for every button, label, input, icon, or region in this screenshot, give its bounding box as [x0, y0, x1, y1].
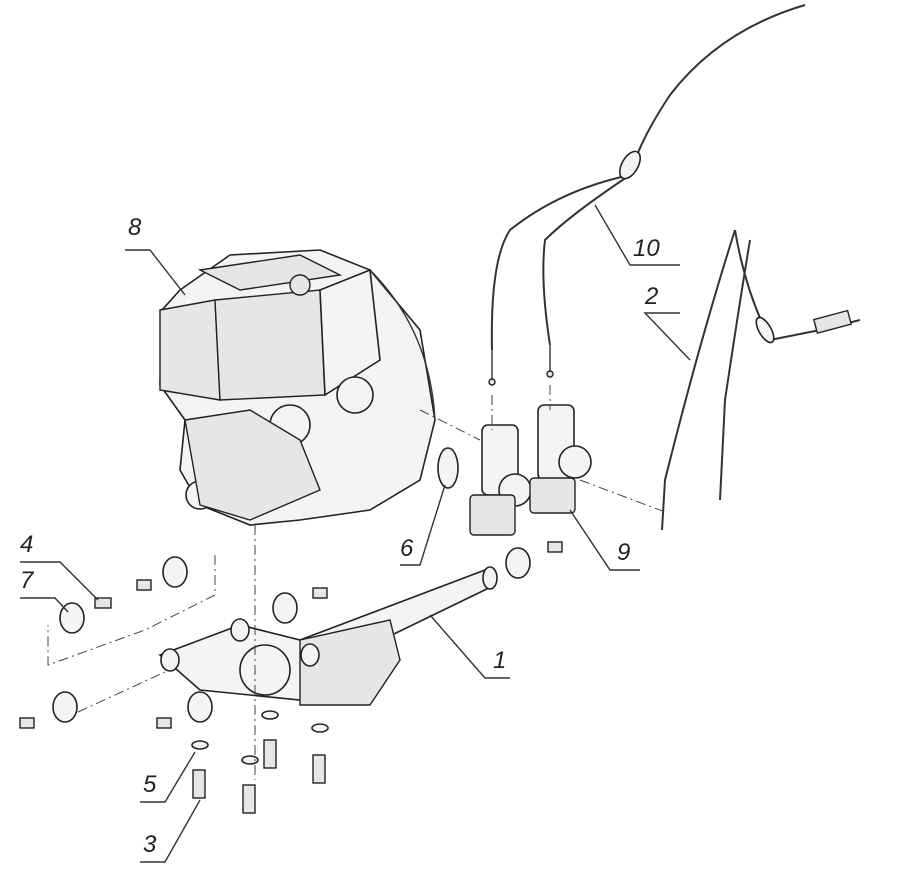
leader-lines: [20, 204, 691, 863]
clamp-part-6: [437, 447, 459, 489]
callout-9: 9: [617, 539, 631, 566]
cable-part-2: [661, 229, 861, 531]
callout-6: 6: [400, 535, 414, 562]
callout-2: 2: [645, 283, 659, 310]
frame-part-1: [158, 566, 498, 706]
bolts-part-4: [19, 541, 563, 729]
callout-4: 4: [20, 531, 34, 558]
engine-part-8: [159, 249, 436, 526]
callout-5: 5: [143, 771, 157, 798]
rubber-mounts-part-7: [52, 547, 531, 723]
carburetor-part-9: [469, 404, 592, 536]
callout-3: 3: [143, 831, 157, 858]
callout-1: 1: [493, 647, 507, 674]
callout-10: 10: [633, 235, 660, 262]
callout-8: 8: [128, 214, 142, 241]
bolts-part-3: [192, 739, 326, 814]
washers-part-5: [191, 710, 329, 765]
throttle-cable-part-10: [488, 4, 806, 386]
callout-7: 7: [20, 567, 34, 594]
assembly-centerlines: [47, 385, 666, 780]
